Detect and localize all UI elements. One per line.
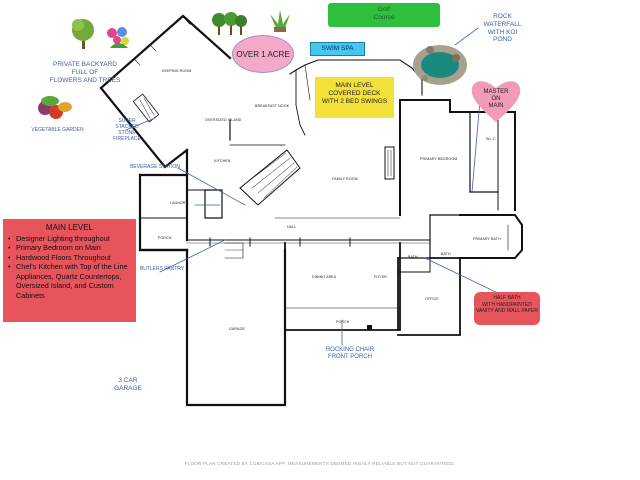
- master-on-main-callout: MASTER ON MAIN: [483, 89, 509, 110]
- room-bath2: BATH: [441, 252, 451, 256]
- room-porch-left: PORCH: [158, 236, 172, 240]
- over-acre-badge: OVER 1 ACRE: [232, 35, 294, 73]
- room-office: OFFICE: [425, 297, 439, 301]
- room-foyer: FOYER: [374, 275, 387, 279]
- room-dining: DINING AREA: [312, 275, 337, 279]
- backyard-callout: PRIVATE BACKYARD FULL OF FLOWERS AND TRE…: [49, 61, 121, 84]
- vegetable-garden-callout: VEGETABLE GARDEN: [31, 127, 84, 133]
- feature-item: Hardwood Floors Throughout: [8, 253, 132, 263]
- vegetables-icon: [38, 96, 72, 119]
- room-primary-bedroom: PRIMARY BEDROOM: [420, 157, 458, 161]
- room-kitchen: KITCHEN: [214, 159, 231, 163]
- plant-icon: [270, 10, 290, 32]
- half-bath-callout: HALF BATH WITH HANDPAINTED VANITY AND WA…: [474, 292, 540, 325]
- room-bath: BATH: [408, 255, 418, 259]
- flowers-icon: [107, 27, 129, 48]
- feature-item: Chef's Kitchen with Top of the Line Appl…: [8, 262, 132, 300]
- front-porch-callout: ROCKING CHAIR FRONT PORCH: [325, 347, 375, 361]
- room-garage: GARAGE: [229, 327, 245, 331]
- room-laundry: LAUNDRY: [170, 201, 188, 205]
- main-level-title: MAIN LEVEL: [45, 223, 94, 232]
- main-level-features-box: MAIN LEVEL Designer Lighting throughout …: [3, 219, 136, 322]
- room-breakfast: BREAKFAST NOOK: [255, 104, 290, 108]
- room-hall: HALL: [287, 225, 297, 229]
- fireplace-callout: SUPER STACKED STONE FIREPLACE: [113, 118, 141, 142]
- room-porch: PORCH: [336, 320, 350, 324]
- tree-icon: [72, 19, 94, 49]
- room-island: OVERSIZED ISLAND: [205, 118, 242, 122]
- room-wic: W.I.C.: [486, 137, 497, 141]
- floor-plan-disclaimer: FLOOR PLAN CREATED BY CUBICASA APP. MEAS…: [184, 461, 456, 466]
- covered-deck-callout: MAIN LEVEL COVERED DECK WITH 2 BED SWING…: [315, 77, 394, 118]
- master-heart-shape: [471, 81, 521, 122]
- main-level-feature-list: Designer Lighting throughout Primary Bed…: [7, 234, 132, 300]
- feature-item: Primary Bedroom on Main: [8, 243, 132, 253]
- koi-pond-icon: [413, 45, 467, 85]
- butlers-pantry-callout: BUTLERS PANTRY: [139, 266, 185, 272]
- room-primary-bath: PRIMARY BATH: [473, 237, 501, 241]
- treeline-icon: [212, 12, 247, 35]
- beverage-station-callout: BEVERAGE STATION: [130, 164, 180, 170]
- room-keeping: KEEPING ROOM: [162, 69, 192, 73]
- swim-spa-label: SWIM SPA: [310, 42, 365, 56]
- garage-callout: 3 CAR GARAGE: [114, 377, 142, 392]
- golf-course-label: Golf Course: [328, 3, 440, 27]
- waterfall-callout: ROCK WATERFALL WITH KOI POND: [483, 13, 522, 44]
- feature-item: Designer Lighting throughout: [8, 234, 132, 244]
- room-family: FAMILY ROOM: [332, 177, 358, 181]
